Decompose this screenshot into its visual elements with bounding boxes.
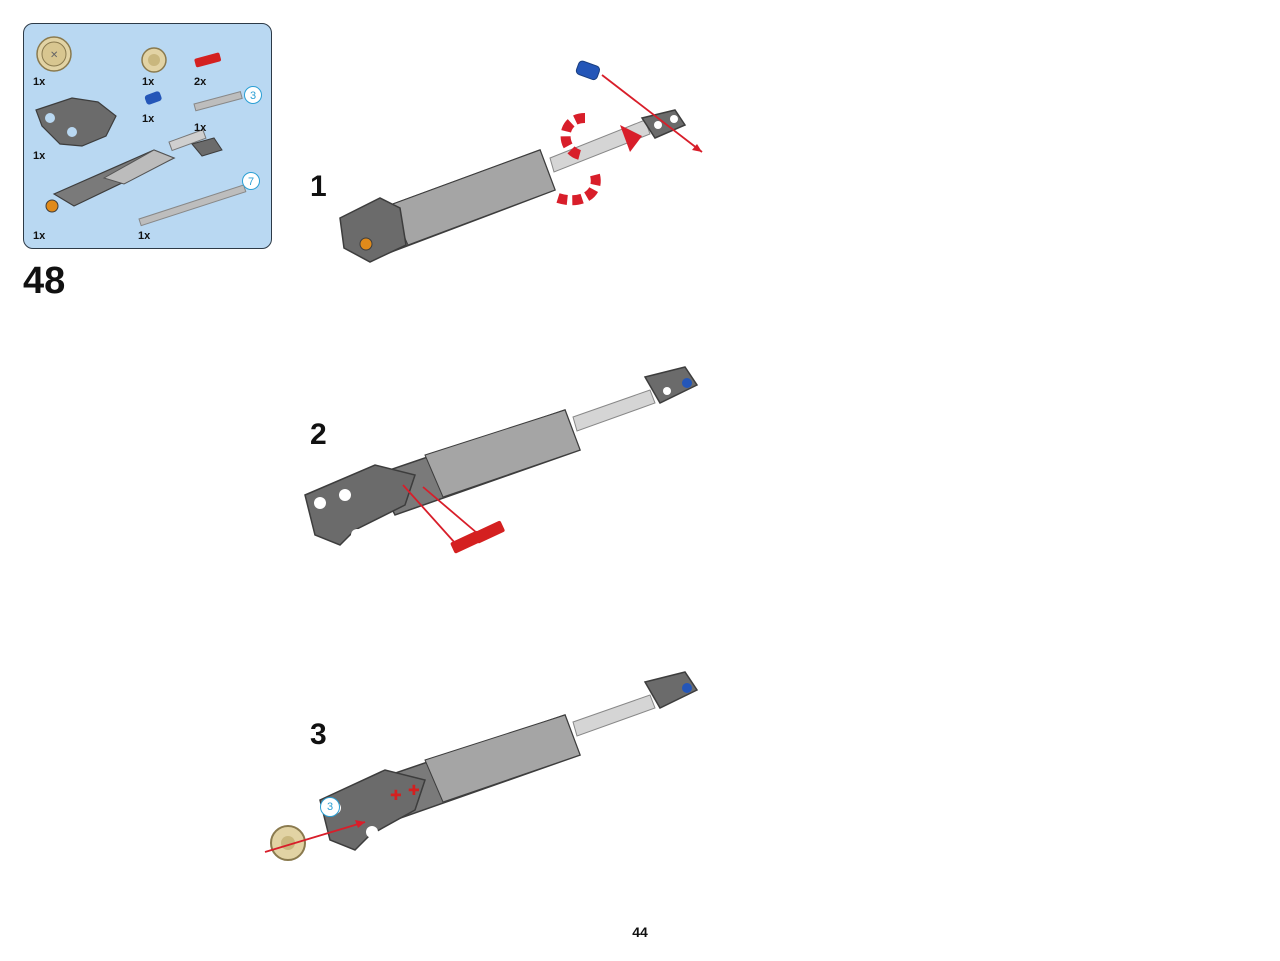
qty-shock-absorber: 1x [33, 230, 46, 242]
qty-red-pin: 2x [194, 76, 207, 88]
substep-3-number: 3 [310, 718, 327, 751]
length-badge-7: 7 [242, 172, 260, 190]
axle-7-icon [138, 184, 247, 227]
qty-blue-pin: 1x [142, 113, 155, 125]
axle-3-icon [193, 90, 243, 112]
qty-gear-small: 1x [142, 76, 155, 88]
gear-small-icon [141, 47, 167, 73]
qty-gray-arm: 1x [33, 150, 46, 162]
qty-axle-3: 1x [194, 122, 207, 134]
gear-large-icon: ✕ [36, 36, 72, 72]
parts-illustrations: ✕ [35, 36, 247, 227]
substep-1-illustration [339, 60, 703, 263]
substep-3-illustration: ✚ ✚ [264, 671, 699, 861]
length-badge-3: 3 [244, 86, 262, 104]
parts-list-panel: ✕ [23, 23, 272, 249]
qty-gear-large: 1x [33, 76, 46, 88]
substep-2-number: 2 [310, 418, 327, 451]
gray-arm-icon [35, 97, 117, 147]
substep-2-illustration [304, 366, 699, 554]
page-number: 44 [632, 924, 648, 940]
step-number: 48 [23, 260, 66, 302]
substep-3-length-badge: 3 [320, 797, 340, 817]
shock-absorber-icon [45, 129, 223, 213]
blue-pin-icon [144, 91, 162, 105]
red-pin-icon [194, 52, 221, 68]
svg-text:✕: ✕ [50, 50, 58, 61]
qty-axle-7: 1x [138, 230, 151, 242]
svg-text:✚: ✚ [390, 788, 402, 804]
svg-text:✚: ✚ [408, 783, 420, 799]
substep-1-number: 1 [310, 170, 327, 203]
